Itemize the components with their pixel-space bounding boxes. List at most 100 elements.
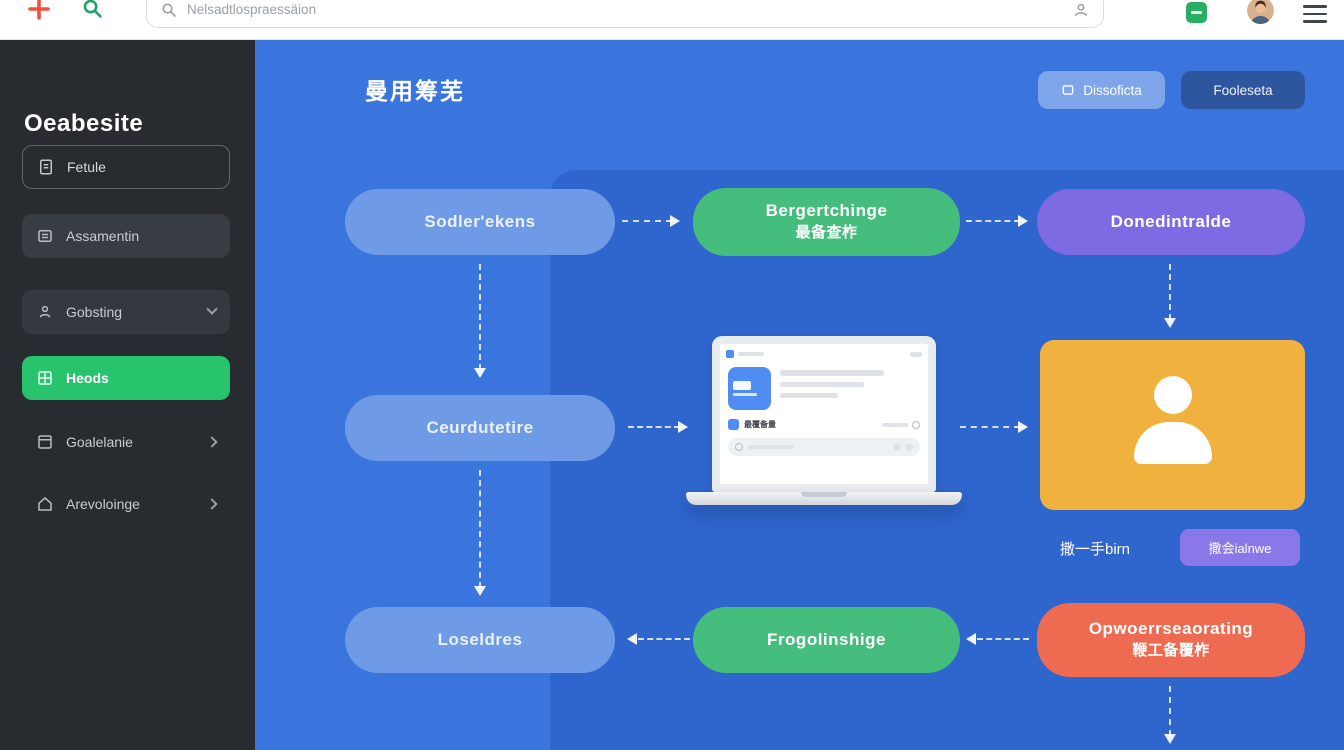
search-field: [146, 0, 1104, 28]
chevron-down-icon: [206, 303, 218, 315]
topbar: [0, 0, 1344, 40]
avatar[interactable]: [1247, 0, 1274, 24]
hamburger-menu-icon[interactable]: [1303, 5, 1327, 28]
mini-row-label: 最覆备量: [744, 420, 776, 429]
card-icon: [38, 435, 52, 449]
placeholder-bar: [780, 393, 838, 398]
laptop-mini-header: [720, 344, 928, 361]
arrow-n2-n3: [966, 220, 1020, 222]
arrowhead-down: [474, 368, 486, 378]
arrow-n4-n6: [479, 470, 481, 588]
placeholder-bar: [882, 422, 908, 427]
sidebar-item-label: Gobsting: [66, 304, 123, 320]
sidebar-item-gobsting[interactable]: Gobsting: [22, 290, 230, 334]
node-label: Opwoerrseaorating: [1088, 619, 1254, 639]
arrowhead-right: [678, 421, 688, 433]
arrowhead-down: [1164, 734, 1176, 744]
add-button[interactable]: [28, 0, 50, 20]
sidebar: Oeabesite Fetule Assamentin Gobsting Heo…: [0, 40, 255, 750]
apps-shortcut-icon[interactable]: [1186, 2, 1207, 23]
laptop-notch: [801, 492, 847, 497]
sidebar-item-label: Arevoloinge: [66, 496, 140, 512]
home-icon: [38, 497, 52, 511]
app-logo: Oeabesite: [24, 110, 144, 137]
placeholder-bar: [780, 370, 884, 376]
sidebar-item-fetule[interactable]: Fetule: [22, 145, 230, 189]
flow-node-opwoerrseaorating: Opwoerrseaorating 鞭工备覆柞: [1037, 603, 1305, 677]
arrow-n1-n2: [622, 220, 672, 222]
node-label: Sodler'ekens: [424, 211, 536, 231]
node-label: Donedintralde: [1110, 211, 1232, 231]
search-input[interactable]: [187, 2, 1063, 17]
user-card: [1040, 340, 1305, 510]
laptop-illustration: 最覆备量: [712, 336, 936, 492]
node-sublabel: 最备查柞: [795, 224, 858, 242]
arrow-n3-card: [1169, 264, 1171, 320]
arrowhead-left: [966, 633, 976, 645]
flow-node-sodlerekens: Sodler'ekens: [345, 189, 615, 255]
flow-node-frogolinshige: Frogolinshige: [693, 607, 960, 673]
node-label: Frogolinshige: [767, 629, 886, 649]
node-label: Loseldres: [437, 629, 523, 649]
placeholder-dot: [893, 443, 901, 451]
search-icon: [83, 0, 102, 18]
chevron-right-icon: [206, 498, 218, 510]
mini-app-icon: [728, 367, 771, 410]
placeholder-bar: [910, 351, 922, 357]
button-label: Dissoficta: [1083, 82, 1142, 98]
user-card-action-button[interactable]: 撒会ialnwe: [1180, 529, 1300, 566]
document-icon: [40, 159, 52, 175]
arrowhead-right: [1018, 421, 1028, 433]
tag-icon: [1062, 85, 1074, 95]
placeholder-bar: [738, 352, 764, 356]
laptop-row2: 最覆备量: [720, 410, 928, 430]
sidebar-item-goalelanie[interactable]: Goalelanie: [22, 420, 230, 464]
mini-blue-square: [728, 419, 739, 430]
arrow-n4-laptop: [628, 426, 680, 428]
node-sublabel: 鞭工备覆柞: [1132, 642, 1210, 660]
person-pin-icon: [39, 305, 51, 318]
mini-search-icon: [735, 443, 743, 451]
plus-icon: [28, 0, 50, 20]
flow-node-ceurdutetire: Ceurdutetire: [345, 395, 615, 461]
flow-node-donedintralde: Donedintralde: [1037, 189, 1305, 255]
sidebar-item-label: Heods: [66, 370, 109, 386]
user-card-caption: 撒一手birn: [1060, 541, 1131, 558]
chevron-right-icon: [206, 436, 218, 448]
search-button[interactable]: [82, 0, 103, 19]
sidebar-item-assamentin[interactable]: Assamentin: [22, 214, 230, 258]
arrowhead-left: [627, 633, 637, 645]
sidebar-item-label: Goalelanie: [66, 434, 133, 450]
node-label: Ceurdutetire: [426, 417, 534, 437]
mini-ring-icon: [912, 420, 920, 429]
laptop-app-row: [720, 361, 928, 410]
mini-logo: [726, 350, 734, 358]
placeholder-dot: [905, 443, 913, 451]
arrow-n1-n4: [479, 264, 481, 370]
search-icon: [162, 2, 176, 17]
arrow-n7-n6: [638, 638, 690, 640]
arrow-n8-n7: [977, 638, 1029, 640]
fooleseta-button[interactable]: Fooleseta: [1181, 71, 1305, 109]
button-label: Fooleseta: [1213, 82, 1273, 98]
grid-icon: [38, 371, 52, 385]
voice-person-icon[interactable]: [1073, 2, 1089, 18]
page-title: 曼用筹芜: [365, 78, 465, 104]
flow-node-loseldres: Loseldres: [345, 607, 615, 673]
arrowhead-down: [1164, 318, 1176, 328]
node-label: Bergertchinge: [765, 201, 888, 221]
sidebar-item-arevoloinge[interactable]: Arevoloinge: [22, 482, 230, 526]
sidebar-item-label: Assamentin: [66, 228, 140, 244]
sidebar-item-label: Fetule: [67, 159, 106, 175]
sidebar-item-heods-active[interactable]: Heods: [22, 356, 230, 400]
list-icon: [38, 230, 52, 242]
flow-node-bergertchinge: Bergertchinge 最备查柞: [693, 188, 960, 256]
arrowhead-right: [670, 215, 680, 227]
arrowhead-right: [1018, 215, 1028, 227]
placeholder-bar: [780, 382, 864, 387]
arrow-laptop-card: [960, 426, 1020, 428]
arrow-n8-down: [1169, 686, 1171, 736]
dissoficta-button[interactable]: Dissoficta: [1038, 71, 1165, 109]
avatar-image: [1247, 0, 1274, 24]
